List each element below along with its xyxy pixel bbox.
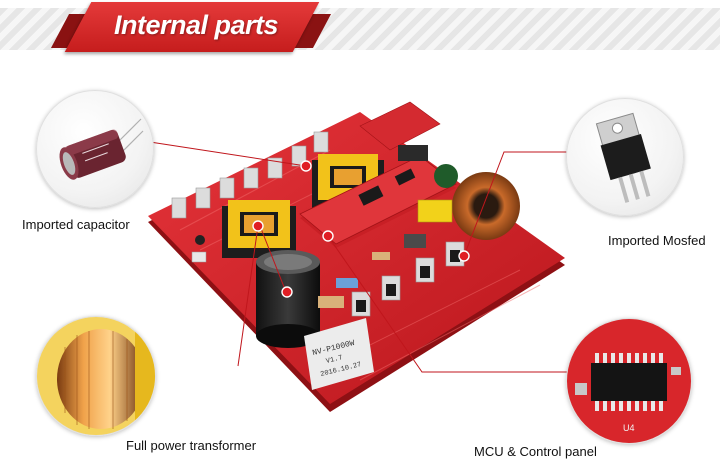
mosfet-heatsink-row [171, 131, 329, 219]
mcu-label: MCU & Control panel [474, 444, 597, 459]
toroidal-inductor [434, 164, 520, 240]
capacitor-icon [59, 118, 144, 180]
capacitor-callout [36, 90, 154, 208]
mosfet-label: Imported Mosfed [608, 233, 706, 248]
connector-dots [252, 160, 470, 298]
electrolytic-capacitor [256, 250, 320, 348]
upper-control-board [359, 101, 441, 161]
capacitor-label: Imported capacitor [22, 217, 130, 232]
passive-components [191, 234, 426, 308]
mosfet-front-row [351, 241, 465, 317]
silkscreen-plate [304, 318, 374, 390]
chip-marking: U4 [623, 423, 635, 433]
transformer-callout [36, 316, 156, 436]
mcu-chip-icon [567, 319, 691, 443]
mcu-callout: U4 [566, 318, 692, 444]
connector-lines [149, 141, 618, 373]
transformer-label: Full power transformer [126, 438, 257, 453]
page-title: Internal parts [113, 10, 279, 40]
mosfet-icon [595, 112, 651, 203]
film-capacitor [417, 199, 453, 223]
transformer-coil-icon [37, 317, 155, 435]
control-board [299, 155, 457, 248]
mosfet-callout [566, 98, 684, 216]
